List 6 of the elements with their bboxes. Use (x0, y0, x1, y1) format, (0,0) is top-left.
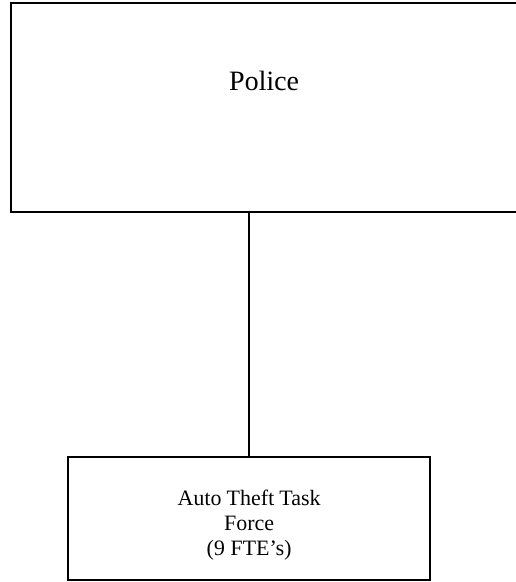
unit-name: Auto Theft Task Force (176, 484, 322, 536)
unit-name: (9 FTE’s) (206, 535, 292, 560)
connector-line (248, 213, 250, 456)
org-box (10, 2, 516, 213)
org-box (67, 456, 431, 581)
unit-name: Police (229, 66, 299, 99)
